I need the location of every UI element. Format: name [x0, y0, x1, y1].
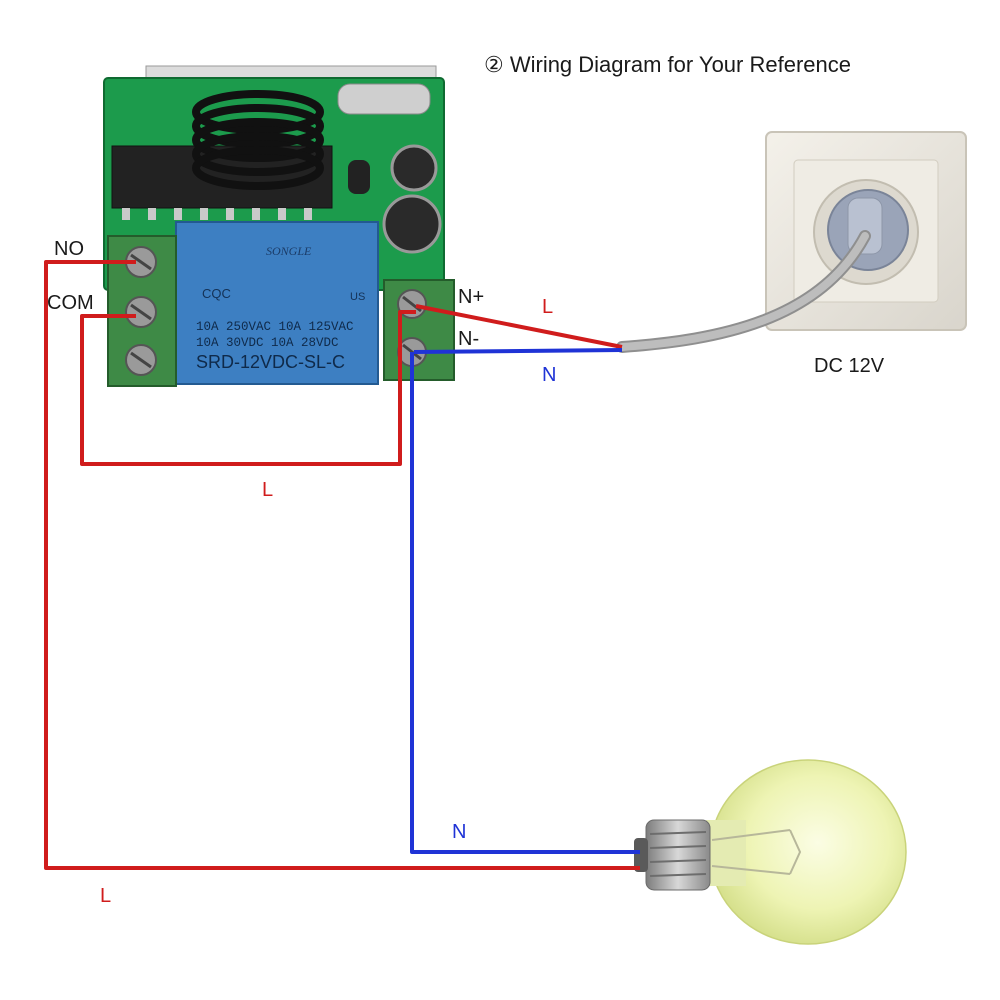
left-terminal-screws: [125, 246, 157, 376]
wire-label-lamp-live: L: [100, 885, 112, 907]
light-bulb: [634, 759, 907, 945]
bulb-filament: [711, 829, 802, 875]
bulb-neck: [706, 820, 746, 886]
diagram-title: ② Wiring Diagram for Your Reference: [484, 52, 851, 77]
capacitor-1: [390, 144, 438, 192]
wire-no-to-bulb-live: [44, 260, 640, 870]
crystal-oscillator: [337, 83, 431, 115]
relay-rating-line2: 10A 30VDC 10A 28VDC: [196, 336, 339, 350]
relay-cert: CQC: [202, 286, 231, 301]
wire-supply-live: [415, 304, 623, 349]
wire-label-com-live: L: [262, 479, 274, 501]
socket-voltage-label: DC 12V: [814, 355, 885, 377]
capacitor-2: [382, 194, 442, 254]
wire-supply-neutral: [413, 348, 623, 354]
antenna-coil: [192, 90, 324, 190]
relay-brand: SONGLE: [266, 244, 312, 258]
transistor: [348, 160, 370, 194]
wire-label-lamp-neutral: N: [452, 821, 467, 843]
terminal-label-n-minus: N-: [458, 328, 480, 350]
relay-module: SONGLE CQC US 10A 250VAC 10A 125VAC 10A …: [103, 65, 455, 387]
wire-label-supply-live: L: [542, 296, 554, 318]
terminal-label-com: COM: [47, 292, 94, 314]
terminal-label-n-plus: N+: [458, 286, 485, 308]
ic-pins: [122, 208, 312, 220]
wire-label-supply-neutral: N: [542, 364, 557, 386]
relay-model: SRD-12VDC-SL-C: [196, 352, 345, 372]
relay-rating-line1: 10A 250VAC 10A 125VAC: [196, 320, 354, 334]
relay-cert-us: US: [350, 291, 365, 303]
bulb-thread: [649, 831, 707, 877]
wire-com-to-nplus-live: [80, 310, 416, 466]
terminal-label-no: NO: [54, 238, 84, 260]
bulb-contact: [634, 838, 648, 872]
wire-nminus-to-bulb-neutral: [410, 352, 640, 854]
bulb-base: [645, 819, 711, 891]
power-cable-highlight: [618, 232, 869, 351]
